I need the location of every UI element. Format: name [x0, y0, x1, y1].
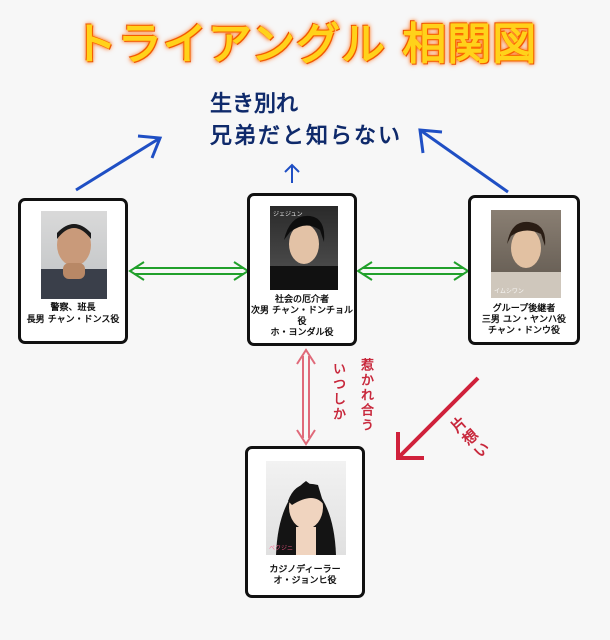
caption-right-line2: 三男 ユン・ヤンハ役: [481, 315, 567, 325]
blue-arrow-right: [419, 128, 509, 194]
person-silhouette-icon: [41, 224, 107, 299]
photo-watermark-center: ジェジュン: [273, 211, 303, 218]
person-silhouette-icon: [491, 221, 561, 298]
mutual-attraction-label-2: いつしか: [330, 362, 345, 422]
caption-right-line3: チャン・ドンウ役: [488, 326, 560, 336]
blue-arrowhead-left: [137, 134, 163, 159]
portrait-photo-right: イムシワン: [491, 210, 561, 298]
green-arrow-left-center: [128, 261, 250, 281]
blue-arrow-left: [75, 136, 161, 192]
blue-arrowhead-center: [284, 163, 300, 173]
person-card-right: イムシワン グループ後継者 三男 ユン・ヤンハ役 チャン・ドンウ役: [468, 195, 580, 345]
green-arrow-center-right: [356, 261, 470, 281]
caption-center-line3: 役: [297, 317, 307, 327]
caption-left-line1: 警察、班長: [50, 303, 96, 313]
person-silhouette-icon: [270, 215, 338, 290]
red-arrow: [396, 376, 480, 460]
caption-bottom-line1: カジノディーラー: [269, 565, 341, 575]
photo-watermark-right: イムシワン: [494, 288, 524, 295]
portrait-photo-center: ジェジュン: [270, 206, 338, 290]
red-arrowhead: [396, 432, 424, 460]
photo-watermark-bottom: ペクジニ: [269, 545, 294, 552]
caption-left-line2: 長男 チャン・ドンス役: [26, 315, 120, 325]
person-card-bottom: ペクジニ カジノディーラー オ・ジョンヒ役: [245, 446, 365, 598]
caption-center-line2: 次男 チャン・ドンチョル: [250, 306, 354, 316]
pink-arrow-center-bottom: [296, 348, 316, 446]
person-card-center: ジェジュン 社会の厄介者 次男 チャン・ドンチョル 役 ホ・ヨンダル役: [247, 193, 357, 346]
caption-center-line4: ホ・ヨンダル役: [270, 328, 334, 338]
note-line-2: 兄弟だと知らない: [210, 123, 403, 149]
person-card-left: 警察、班長 長男 チャン・ドンス役: [18, 198, 128, 344]
portrait-photo-bottom: ペクジニ: [266, 461, 346, 555]
caption-right-line1: グループ後継者: [492, 304, 556, 314]
caption-center-line1: 社会の厄介者: [274, 295, 329, 305]
diagram-title: トライアングル 相関図: [72, 19, 538, 70]
blue-arrowhead-right: [418, 128, 443, 154]
portrait-photo-left: [41, 211, 107, 299]
mutual-attraction-label: 惹かれ合う: [358, 358, 373, 433]
note-line-1: 生き別れ: [210, 91, 299, 117]
caption-bottom-line2: オ・ジョンヒ役: [273, 576, 337, 586]
person-silhouette-icon: [276, 481, 336, 555]
